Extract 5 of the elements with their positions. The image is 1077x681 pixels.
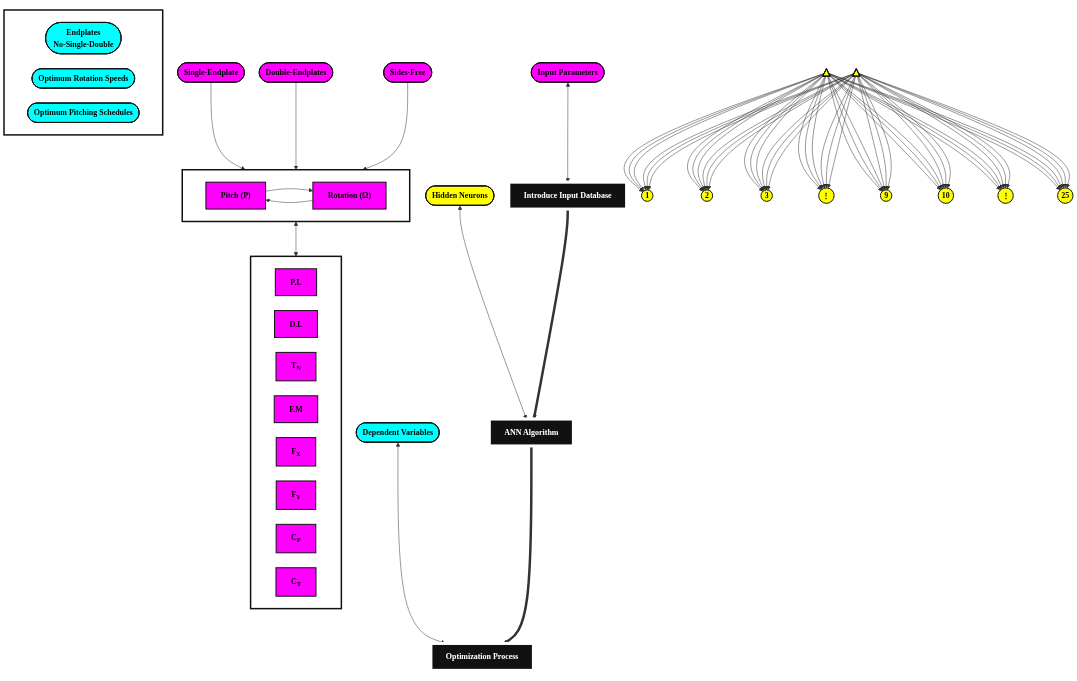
cluster	[181, 169, 411, 223]
cluster	[3, 9, 164, 136]
arrow	[532, 209, 569, 420]
arrow	[503, 446, 533, 644]
cluster	[249, 255, 343, 610]
